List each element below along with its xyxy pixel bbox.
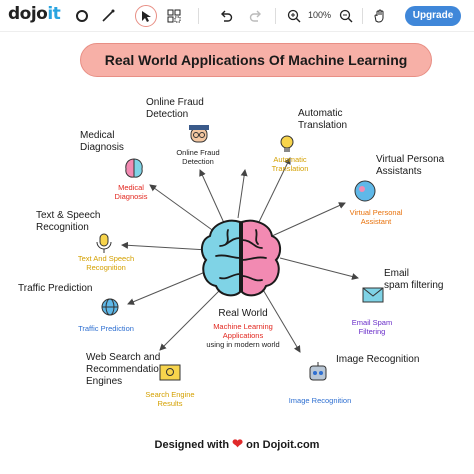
fraud-detective-icon	[189, 125, 209, 143]
virtual-assistant-icon	[354, 180, 376, 202]
zoom-out-icon[interactable]	[336, 6, 356, 26]
traffic-globe-icon	[101, 298, 119, 316]
medical-brain-icon	[125, 158, 143, 178]
grid-shapes-icon[interactable]	[164, 6, 184, 26]
footer-credit[interactable]: Designed with ❤ on Dojoit.com	[0, 436, 474, 452]
dojoit-logo[interactable]: dojoit	[8, 4, 61, 24]
heart-icon: ❤	[232, 436, 244, 451]
robot-icon	[309, 362, 327, 381]
center-line-1: Machine Learning	[213, 322, 273, 331]
search-engine-icon	[159, 364, 181, 381]
circle-icon[interactable]	[72, 6, 92, 26]
image-recognition-label[interactable]: Image Recognition	[336, 354, 420, 365]
redo-icon[interactable]	[246, 6, 266, 26]
image-recognition-sublabel: Image Recognition	[288, 396, 352, 405]
select-cursor-icon[interactable]	[135, 5, 157, 27]
toolbar-divider	[362, 8, 363, 24]
upgrade-button[interactable]: Upgrade	[405, 6, 461, 26]
line-icon[interactable]	[98, 6, 118, 26]
page-title[interactable]: Real World Applications Of Machine Learn…	[80, 43, 432, 77]
hand-icon[interactable]	[369, 6, 389, 26]
traffic-prediction-label[interactable]: Traffic Prediction	[18, 283, 93, 294]
footer-prefix: Designed with	[154, 439, 230, 451]
zoom-in-icon[interactable]	[284, 6, 304, 26]
center-line-2: Applications	[222, 331, 264, 340]
center-caption: Real World Machine Learning Applications…	[198, 308, 288, 349]
traffic-prediction-sublabel: Traffic Prediction	[78, 324, 134, 333]
center-line-3: using in modern world	[206, 340, 280, 349]
email-filter-icon	[362, 287, 384, 303]
zoom-level[interactable]: 100%	[308, 10, 332, 20]
undo-icon[interactable]	[216, 6, 236, 26]
microphone-icon	[96, 233, 112, 253]
footer-suffix: on Dojoit.com	[246, 439, 320, 451]
translation-bulb-icon	[280, 135, 294, 152]
brain-icon[interactable]	[198, 218, 284, 300]
toolbar: dojoit 100% Upgrade	[0, 0, 474, 32]
toolbar-divider	[275, 8, 276, 24]
toolbar-divider	[198, 8, 199, 24]
center-heading: Real World	[218, 308, 268, 319]
